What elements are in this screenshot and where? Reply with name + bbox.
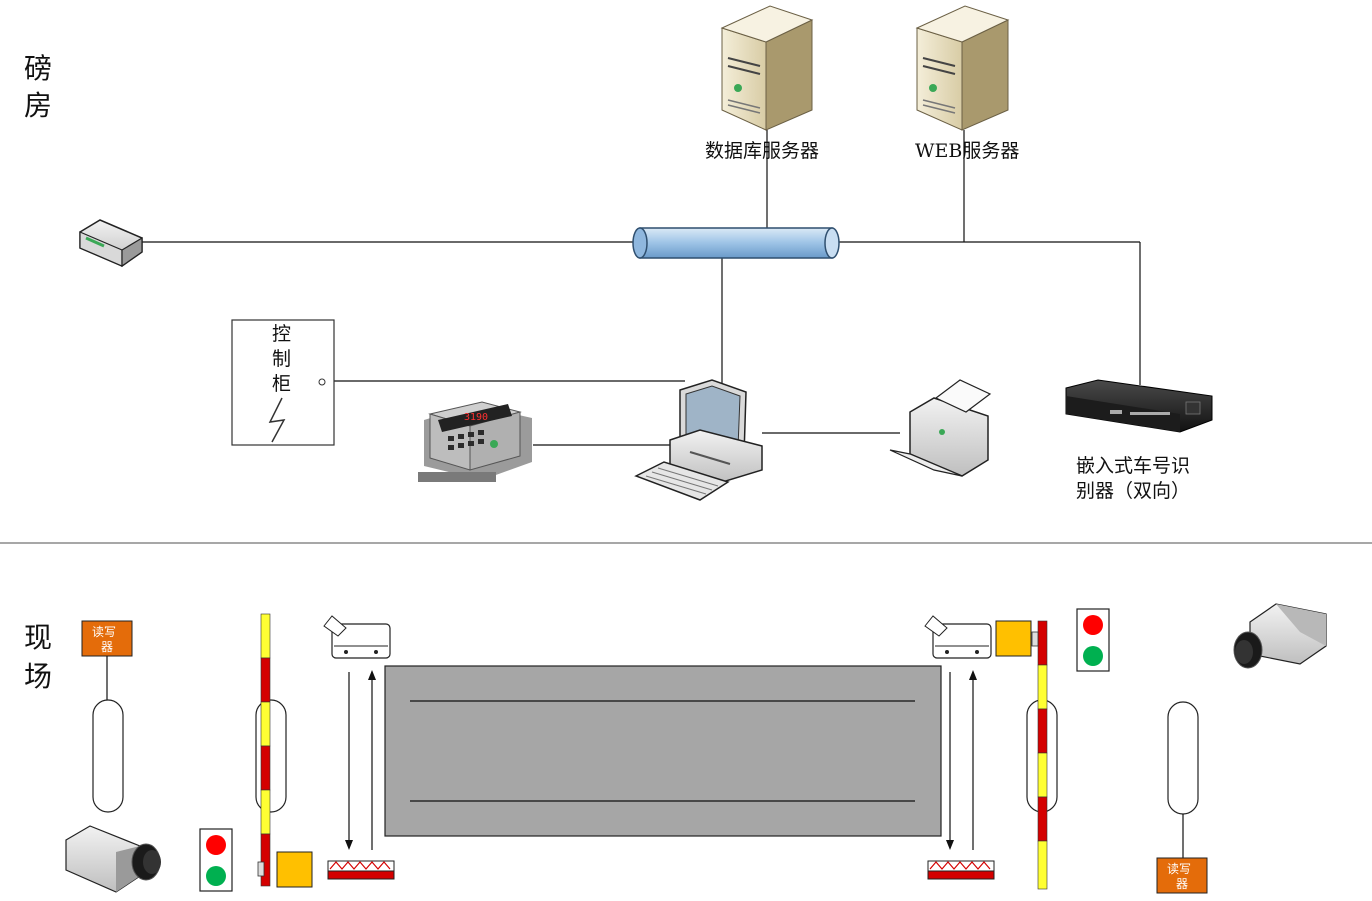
- rfid-reader-left: [81, 620, 133, 657]
- loop-detector-right-outer: [1167, 701, 1199, 815]
- red-light-icon: [1083, 615, 1103, 635]
- database-server-icon: [720, 5, 814, 131]
- network-bus-icon: [632, 227, 840, 259]
- reader-left-label-1: 读写: [92, 625, 116, 639]
- switch-icon: [79, 219, 143, 268]
- cabinet-label-2: 制: [272, 348, 291, 370]
- cabinet-label-1: 控: [272, 323, 291, 345]
- infrared-receiver-left: [327, 860, 395, 880]
- camera-icon-left: [65, 825, 161, 893]
- computer-icon: [634, 379, 763, 501]
- scale-platform: [384, 665, 942, 837]
- web-server-icon: [915, 5, 1010, 131]
- reader-left-label-2: 器: [101, 640, 113, 654]
- gate-motor-box-left: [276, 851, 313, 888]
- lightning-icon: [268, 397, 286, 443]
- web-server-label: WEB服务器: [915, 140, 1019, 162]
- camera-icon-right: [1233, 603, 1327, 669]
- reader-right-label-2: 器: [1176, 877, 1188, 891]
- infrared-sensor-right: [924, 615, 992, 659]
- barrier-gate-left: [257, 613, 271, 887]
- infrared-sensor-left: [323, 615, 391, 659]
- green-light-icon: [1083, 646, 1103, 666]
- loop-detector-left-outer: [92, 699, 124, 813]
- dvr-icon: [1065, 379, 1213, 433]
- cabinet-label-3: 柜: [272, 373, 291, 395]
- indicator-display: 3190: [464, 412, 488, 423]
- red-light-icon: [206, 835, 226, 855]
- traffic-light-left: [199, 828, 233, 892]
- weighing-indicator-icon: [418, 401, 532, 482]
- gate-motor-box-right: [995, 620, 1032, 657]
- barrier-gate-right: [1031, 620, 1048, 890]
- recognizer-label-2: 别器（双向）: [1076, 480, 1190, 502]
- section-label-bottom-2: 场: [24, 660, 52, 693]
- printer-icon: [889, 379, 992, 477]
- section-label-bottom-1: 现: [24, 621, 52, 654]
- section-label-top-2: 房: [24, 89, 52, 122]
- traffic-light-right: [1076, 608, 1110, 672]
- rfid-reader-right: [1156, 857, 1208, 894]
- network-wires: [142, 130, 1141, 446]
- section-label-top-1: 磅: [24, 52, 52, 85]
- recognizer-label-1: 嵌入式车号识: [1076, 455, 1190, 477]
- reader-right-label-1: 读写: [1167, 862, 1191, 876]
- infrared-receiver-right: [927, 860, 995, 880]
- green-light-icon: [206, 866, 226, 886]
- control-cabinet: [231, 319, 335, 446]
- loop-detector-left-inner: [255, 699, 287, 813]
- db-server-label: 数据库服务器: [705, 140, 819, 162]
